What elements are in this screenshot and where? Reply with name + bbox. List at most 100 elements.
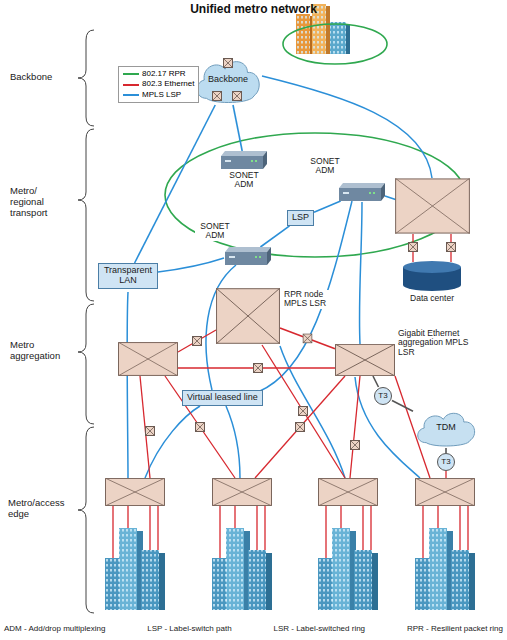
legend-text: MPLS LSP xyxy=(142,90,181,100)
tdm-cloud: TDM xyxy=(413,408,479,448)
node-text: T3 xyxy=(378,392,387,401)
t3-circle: T3 xyxy=(437,453,455,471)
shape xyxy=(225,247,271,252)
port-box xyxy=(224,59,233,68)
port-box xyxy=(303,334,312,343)
connector xyxy=(392,401,413,412)
node-label: SONET ADM xyxy=(224,171,264,190)
t3-circle: T3 xyxy=(374,387,392,405)
abbreviation: RPR - Resilient packet ring xyxy=(407,624,503,633)
building xyxy=(105,528,475,610)
sonet-adm: SONET ADM xyxy=(225,247,271,265)
shape xyxy=(403,261,461,273)
tier-label: Metro/ regional transport xyxy=(10,186,62,219)
legend-line xyxy=(123,71,139,77)
shape xyxy=(339,188,381,201)
node-label: Data center xyxy=(403,294,461,303)
connector xyxy=(233,105,242,151)
shape xyxy=(221,156,263,169)
shape xyxy=(217,289,280,344)
abbreviation-footer: ADM - Add/drop multiplexing LSP - Label-s… xyxy=(4,624,503,633)
label-text: Metro/ regional transport xyxy=(10,185,48,218)
data-center: Data center xyxy=(403,261,461,291)
title-text: Unified metro network xyxy=(190,2,317,16)
bracket xyxy=(78,30,94,613)
shape xyxy=(418,413,475,446)
rpr-node: RPR node MPLS LSR xyxy=(216,288,280,344)
leased-line-box: Virtual leased line xyxy=(182,390,263,406)
node-shape xyxy=(225,247,271,265)
lsp-box: LSP xyxy=(287,210,314,226)
shape xyxy=(259,256,261,258)
shape xyxy=(335,344,395,376)
node-text: Virtual leased line xyxy=(187,393,258,403)
sonet-adm: SONET ADM xyxy=(339,183,385,201)
port-box xyxy=(233,92,242,101)
switch-box xyxy=(105,178,475,506)
legend-line xyxy=(123,82,139,88)
label-text: Metro aggregation xyxy=(10,339,60,361)
label-text: Backbone xyxy=(10,71,52,82)
abbreviation: LSP - Label-switch path xyxy=(147,624,231,633)
lan-box: Transparent LAN xyxy=(98,263,158,289)
backbone-cloud: Backbone xyxy=(192,55,264,105)
tier-label: Metro/access edge xyxy=(8,498,72,520)
node-label: SONET ADM xyxy=(195,222,235,241)
shape xyxy=(263,151,267,169)
node-text: LSP xyxy=(292,213,309,223)
diagram-title: Unified metro network xyxy=(0,2,507,16)
node-label: SONET ADM xyxy=(305,157,345,176)
legend-row: 802.17 RPR xyxy=(123,69,194,79)
shape xyxy=(221,151,267,156)
node-shape xyxy=(335,344,395,376)
shape xyxy=(229,256,235,258)
connector xyxy=(314,201,341,212)
tier-label: Backbone xyxy=(10,72,70,83)
sonet-adm: SONET ADM xyxy=(221,151,267,169)
node-label: RPR node MPLS LSR xyxy=(284,290,338,309)
shape xyxy=(369,192,371,194)
node-text-block: TDM xyxy=(436,423,456,433)
mpls-lsp xyxy=(127,76,432,478)
connector xyxy=(373,376,379,387)
shape xyxy=(255,160,257,162)
shape xyxy=(267,247,271,265)
legend-line xyxy=(123,73,139,75)
node-text-block: Backbone xyxy=(208,75,248,85)
ethernet-links xyxy=(113,234,468,558)
node-text: Transparent LAN xyxy=(103,266,153,286)
label-text: Metro/access edge xyxy=(8,497,65,519)
shape xyxy=(373,192,375,194)
port-box xyxy=(213,92,222,101)
legend-line xyxy=(123,84,139,86)
shape xyxy=(225,252,267,265)
shape xyxy=(381,183,385,201)
legend-text: 802.3 Ethernet xyxy=(142,79,194,89)
legend-row: 802.3 Ethernet xyxy=(123,79,194,89)
node-text-block: T3 xyxy=(441,458,450,467)
node-text: T3 xyxy=(441,458,450,467)
node-shape xyxy=(221,151,267,169)
legend-text: 802.17 RPR xyxy=(142,69,186,79)
node-shape xyxy=(403,261,461,291)
shape xyxy=(251,160,253,162)
legend-line xyxy=(123,92,139,98)
shape xyxy=(336,344,395,375)
node-text: TDM xyxy=(436,423,456,433)
shape xyxy=(225,160,231,162)
node-shape xyxy=(216,288,280,344)
tier-label: Metro aggregation xyxy=(10,340,72,362)
shape xyxy=(343,192,349,194)
abbreviation: LSR - Label-switched ring xyxy=(273,624,365,633)
legend-row: MPLS LSP xyxy=(123,90,194,100)
node-shape xyxy=(339,183,385,201)
abbreviation: ADM - Add/drop multiplexing xyxy=(4,624,105,633)
shape xyxy=(255,256,257,258)
gigabit-aggregation: Gigabit Ethernet aggregation MPLS LSR xyxy=(335,344,395,376)
node-text-block: T3 xyxy=(378,392,387,401)
node-text: Backbone xyxy=(208,75,248,85)
connector xyxy=(280,328,335,349)
shape xyxy=(216,288,280,344)
legend-line xyxy=(123,94,139,96)
